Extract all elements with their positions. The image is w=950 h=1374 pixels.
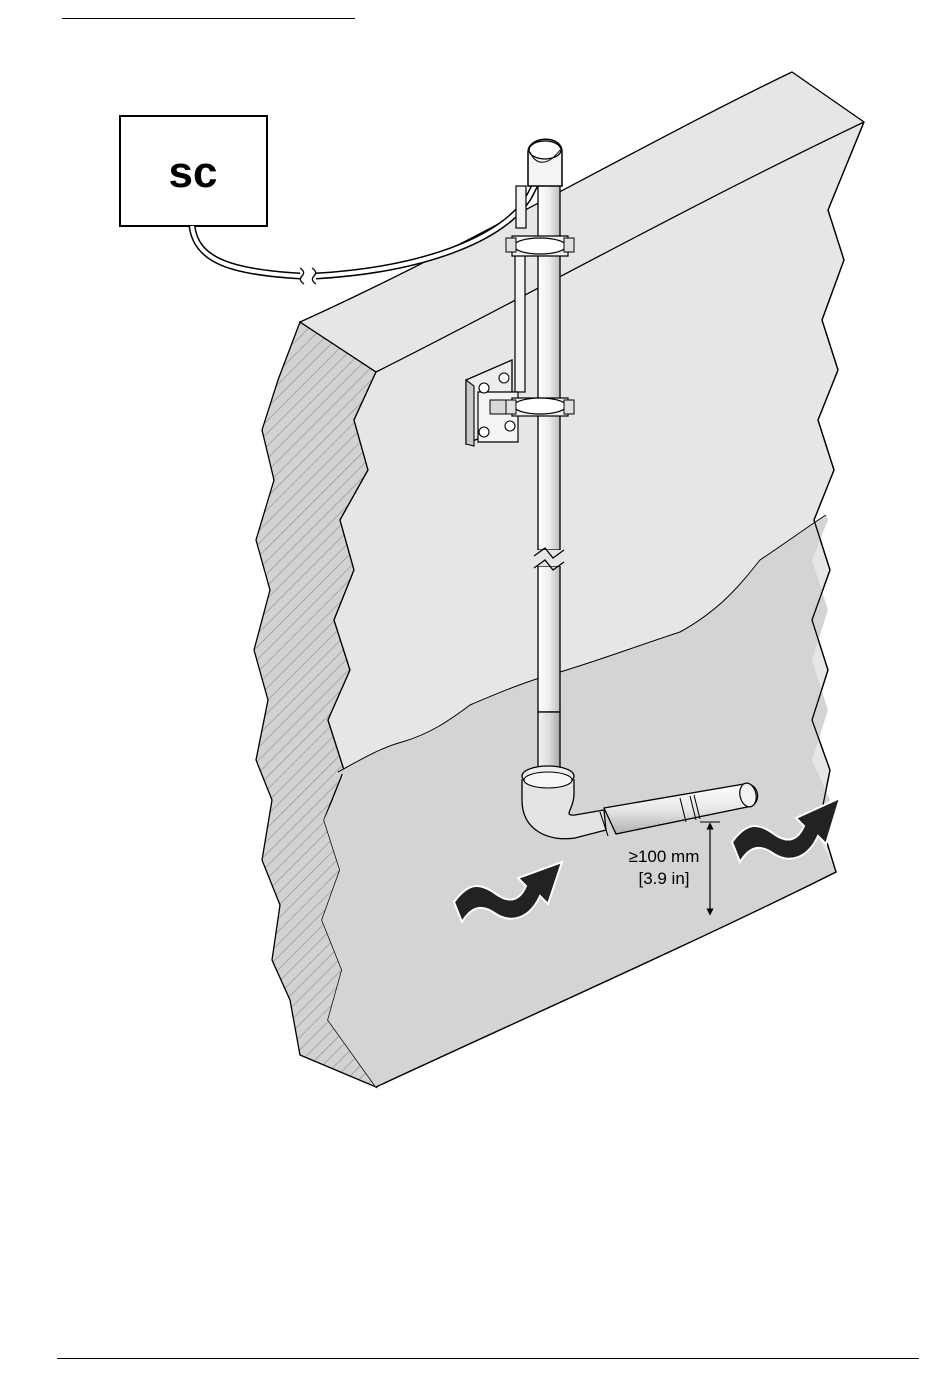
dimension-imperial: [3.9 in] [638, 869, 689, 888]
cable-break-icon [300, 268, 316, 284]
bottom-rule [57, 1358, 919, 1359]
dimension-metric: ≥100 mm [629, 847, 700, 866]
sc-controller: sc [120, 116, 267, 226]
controller-label: sc [169, 148, 218, 197]
